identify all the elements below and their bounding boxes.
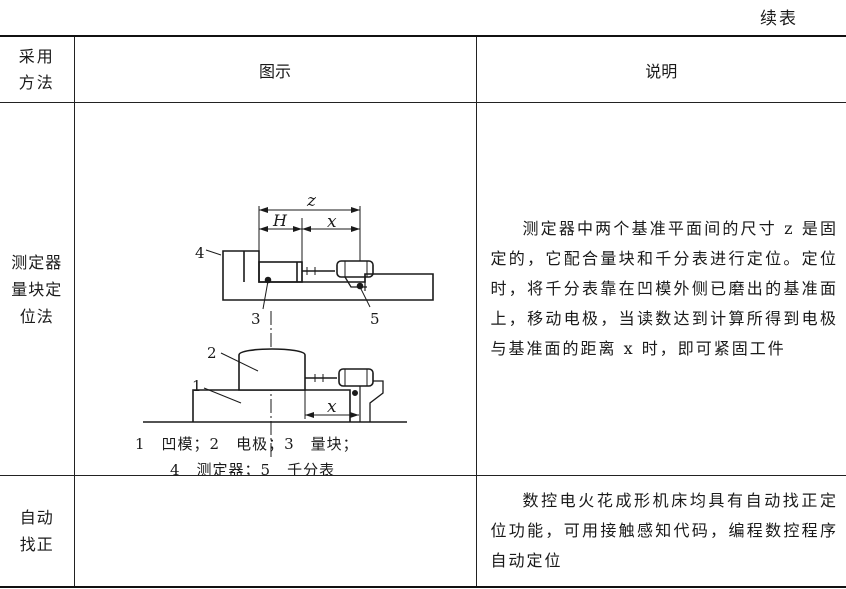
row1-figure: z H x x 4 3 5 2 1 1 凹模；2 电极；3 量块； 4 测定器；… [73,102,477,476]
electrode [237,348,306,391]
row1-method-line2: 量块定 [11,279,63,299]
caption-line1: 1 凹模；2 电极；3 量块； [135,435,359,453]
callout-5: 5 [370,310,380,328]
caption-line2: 4 测定器；5 千分表 [170,461,335,475]
row2-figure [73,475,477,588]
row2-desc-text: 数控电火花成形机床均具有自动找正定位功能，可用接触感知代码，编程数控程序自动定位 [490,491,838,570]
row2-method-line1: 自动 [19,508,54,527]
table-row: 测定器 量块定 位法 [0,102,846,476]
row2-method: 自动 找正 [0,475,75,588]
table-row: 自动 找正 数控电火花成形机床均具有自动找正定位功能，可用接触感知代码，编程数控… [0,475,846,588]
method-table: 采用 方法 图示 说明 测定器 量块定 位法 [0,35,846,588]
callout-2: 2 [207,344,217,362]
row2-desc: 数控电火花成形机床均具有自动找正定位功能，可用接触感知代码，编程数控程序自动定位 [475,475,846,588]
tester-body [221,250,434,301]
callout-4: 4 [195,244,205,262]
row1-method-line1: 测定器 [11,252,63,272]
dial-indicator-bottom [337,368,374,387]
callout-3: 3 [251,310,261,328]
row1-desc-text: 测定器中两个基准平面间的尺寸 z 是固定的，它配合量块和千分表进行定位。定位时，… [490,219,838,358]
row2-method-line2: 找正 [19,535,54,554]
continued-label: 续表 [760,9,798,29]
dim-x-top-label: x [327,212,337,232]
dim-H-label: H [272,211,288,230]
header-desc: 说明 [475,35,846,103]
dim-x-bottom-label: x [327,397,337,417]
header-method-line1: 采用 [18,46,55,66]
header-figure: 图示 [73,35,477,103]
callout-1: 1 [192,377,202,395]
dial-indicator-top [335,260,374,278]
row1-method-line3: 位法 [19,306,54,326]
dim-z-label: z [306,191,317,211]
row1-desc: 测定器中两个基准平面间的尺寸 z 是固定的，它配合量块和千分表进行定位。定位时，… [475,102,846,476]
header-method: 采用 方法 [0,35,75,103]
table-header-row: 采用 方法 图示 说明 [0,35,846,103]
row1-method: 测定器 量块定 位法 [0,102,75,476]
header-method-line2: 方法 [18,72,55,92]
locating-diagram: z H x x 4 3 5 2 1 1 凹模；2 电极；3 量块； 4 测定器；… [135,191,434,475]
